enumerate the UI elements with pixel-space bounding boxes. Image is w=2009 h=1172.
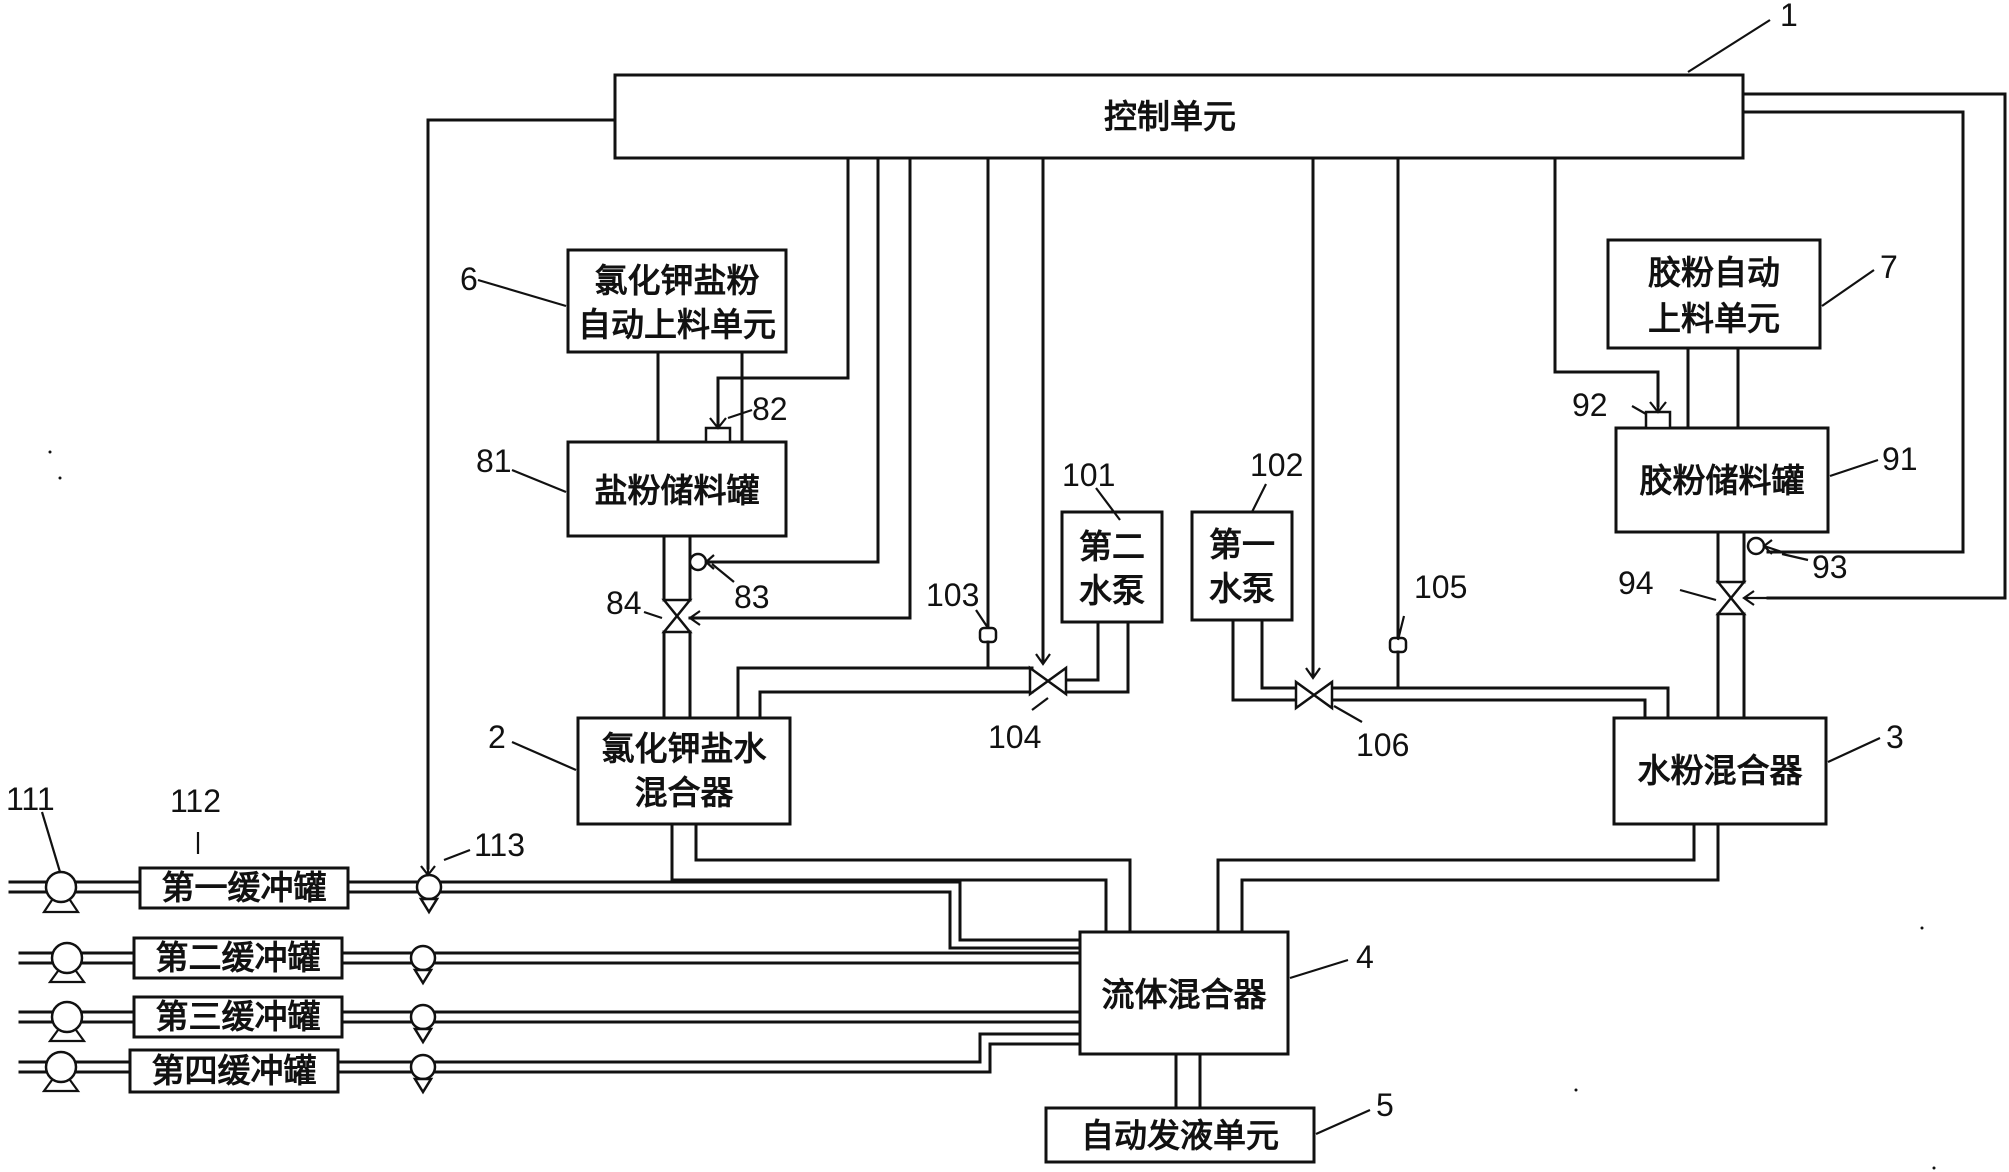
pump1-label-1: 第一 bbox=[1209, 525, 1275, 564]
ref-1: 1 bbox=[1780, 0, 1798, 33]
leader-lines bbox=[40, 19, 1881, 1136]
kcl-mixer-label-1: 氯化钾盐水 bbox=[602, 729, 768, 768]
ref-2: 2 bbox=[488, 719, 506, 755]
fluid-mixer: 流体混合器 bbox=[1078, 930, 1290, 1056]
salt-tank-label: 盐粉储料罐 bbox=[595, 471, 760, 510]
sensor-103-icon bbox=[978, 626, 998, 670]
arrow-93-icon bbox=[1762, 539, 1783, 555]
kcl-feeder-unit: 氯化钾盐粉 自动上料单元 bbox=[566, 248, 788, 354]
control-unit-label: 控制单元 bbox=[1104, 97, 1236, 136]
valve-113-icon bbox=[415, 858, 443, 915]
ref-102: 102 bbox=[1250, 447, 1303, 483]
pump-1: 第一 水泵 bbox=[1190, 510, 1294, 622]
buffer2-label: 第二缓冲罐 bbox=[156, 938, 321, 977]
sensor-93-icon bbox=[1746, 536, 1766, 556]
arrow-92-icon bbox=[1649, 380, 1667, 414]
connection-lines bbox=[8, 92, 2007, 1110]
kcl-brine-mixer: 氯化钾盐水 混合器 bbox=[576, 716, 792, 826]
buffer-tank-2: 第二缓冲罐 bbox=[132, 936, 344, 980]
speck bbox=[1920, 926, 1924, 930]
ref-113: 113 bbox=[474, 827, 525, 863]
fluid-mixer-label: 流体混合器 bbox=[1102, 975, 1268, 1014]
ref-5: 5 bbox=[1376, 1087, 1394, 1123]
valve-84-icon bbox=[661, 598, 716, 634]
ref-3: 3 bbox=[1886, 719, 1904, 755]
pump1-label-2: 水泵 bbox=[1209, 569, 1275, 608]
auto-dispense-unit: 自动发液单元 bbox=[1044, 1106, 1316, 1164]
pump-icon bbox=[47, 1000, 87, 1043]
glue-tank-label: 胶粉储料罐 bbox=[1640, 461, 1805, 500]
kcl-feeder-label-2: 自动上料单元 bbox=[578, 305, 776, 344]
ref-111: 111 bbox=[6, 781, 55, 817]
buffer4-label: 第四缓冲罐 bbox=[152, 1051, 317, 1090]
ref-91: 91 bbox=[1882, 441, 1918, 477]
ref-7: 7 bbox=[1880, 249, 1898, 285]
sensor-105-icon bbox=[1388, 636, 1408, 690]
glue-feeder-label-2: 上料单元 bbox=[1648, 299, 1780, 338]
ref-94: 94 bbox=[1618, 565, 1654, 601]
pump2-label-1: 第二 bbox=[1079, 527, 1145, 566]
pump-2: 第二 水泵 bbox=[1060, 510, 1164, 624]
auto-dispense-label: 自动发液单元 bbox=[1081, 1116, 1279, 1155]
sensor-83-icon bbox=[688, 552, 708, 572]
glue-storage-tank: 胶粉储料罐 bbox=[1614, 426, 1830, 534]
ref-105: 105 bbox=[1414, 569, 1467, 605]
ref-82: 82 bbox=[752, 391, 788, 427]
valve-icon bbox=[409, 944, 437, 986]
ref-103: 103 bbox=[926, 577, 979, 613]
ref-92: 92 bbox=[1572, 387, 1608, 423]
valve-94-icon bbox=[1715, 580, 1770, 616]
buffer-tank-4: 第四缓冲罐 bbox=[128, 1048, 340, 1094]
ref-93: 93 bbox=[1812, 549, 1848, 585]
speck bbox=[48, 450, 52, 454]
pump2-label-2: 水泵 bbox=[1079, 571, 1145, 610]
ref-81: 81 bbox=[476, 443, 512, 479]
ref-6: 6 bbox=[460, 261, 478, 297]
water-powder-mixer: 水粉混合器 bbox=[1612, 716, 1828, 826]
control-unit: 控制单元 bbox=[613, 73, 1745, 160]
buffer3-label: 第三缓冲罐 bbox=[156, 997, 321, 1036]
reference-numbers: 1 2 3 4 5 6 7 81 82 83 84 91 92 93 94 10… bbox=[6, 0, 1918, 1123]
valve-icon bbox=[409, 1053, 437, 1095]
speck bbox=[1574, 1088, 1578, 1092]
valve-104-icon bbox=[1028, 640, 1068, 697]
ref-112: 112 bbox=[170, 783, 221, 819]
ref-101: 101 bbox=[1062, 457, 1115, 493]
pump-icon bbox=[41, 1050, 81, 1093]
pump-icon bbox=[47, 941, 87, 984]
water-powder-mixer-label: 水粉混合器 bbox=[1638, 751, 1804, 790]
ref-83: 83 bbox=[734, 579, 770, 615]
salt-storage-tank: 盐粉储料罐 bbox=[566, 440, 788, 538]
level-sensor-92-icon bbox=[1644, 410, 1672, 430]
ref-84: 84 bbox=[606, 585, 642, 621]
kcl-mixer-label-2: 混合器 bbox=[635, 773, 735, 812]
buffer-tank-3: 第三缓冲罐 bbox=[132, 995, 344, 1039]
glue-feeder-unit: 胶粉自动 上料单元 bbox=[1606, 238, 1822, 350]
arrow-83-icon bbox=[704, 554, 722, 570]
buffer-tank-1: 第一缓冲罐 bbox=[138, 866, 350, 910]
glue-feeder-label-1: 胶粉自动 bbox=[1648, 253, 1780, 292]
arrow-82-icon bbox=[709, 400, 727, 430]
ref-4: 4 bbox=[1356, 939, 1374, 975]
pump-111-icon bbox=[41, 870, 81, 914]
speck bbox=[1932, 1166, 1936, 1170]
level-sensor-82-icon bbox=[704, 426, 732, 444]
valve-icon bbox=[409, 1003, 437, 1045]
valve-106-icon bbox=[1294, 650, 1334, 711]
speck bbox=[58, 476, 62, 480]
buffer1-label: 第一缓冲罐 bbox=[162, 868, 327, 907]
kcl-feeder-label-1: 氯化钾盐粉 bbox=[595, 261, 760, 300]
ref-106: 106 bbox=[1356, 727, 1409, 763]
ref-104: 104 bbox=[988, 719, 1041, 755]
